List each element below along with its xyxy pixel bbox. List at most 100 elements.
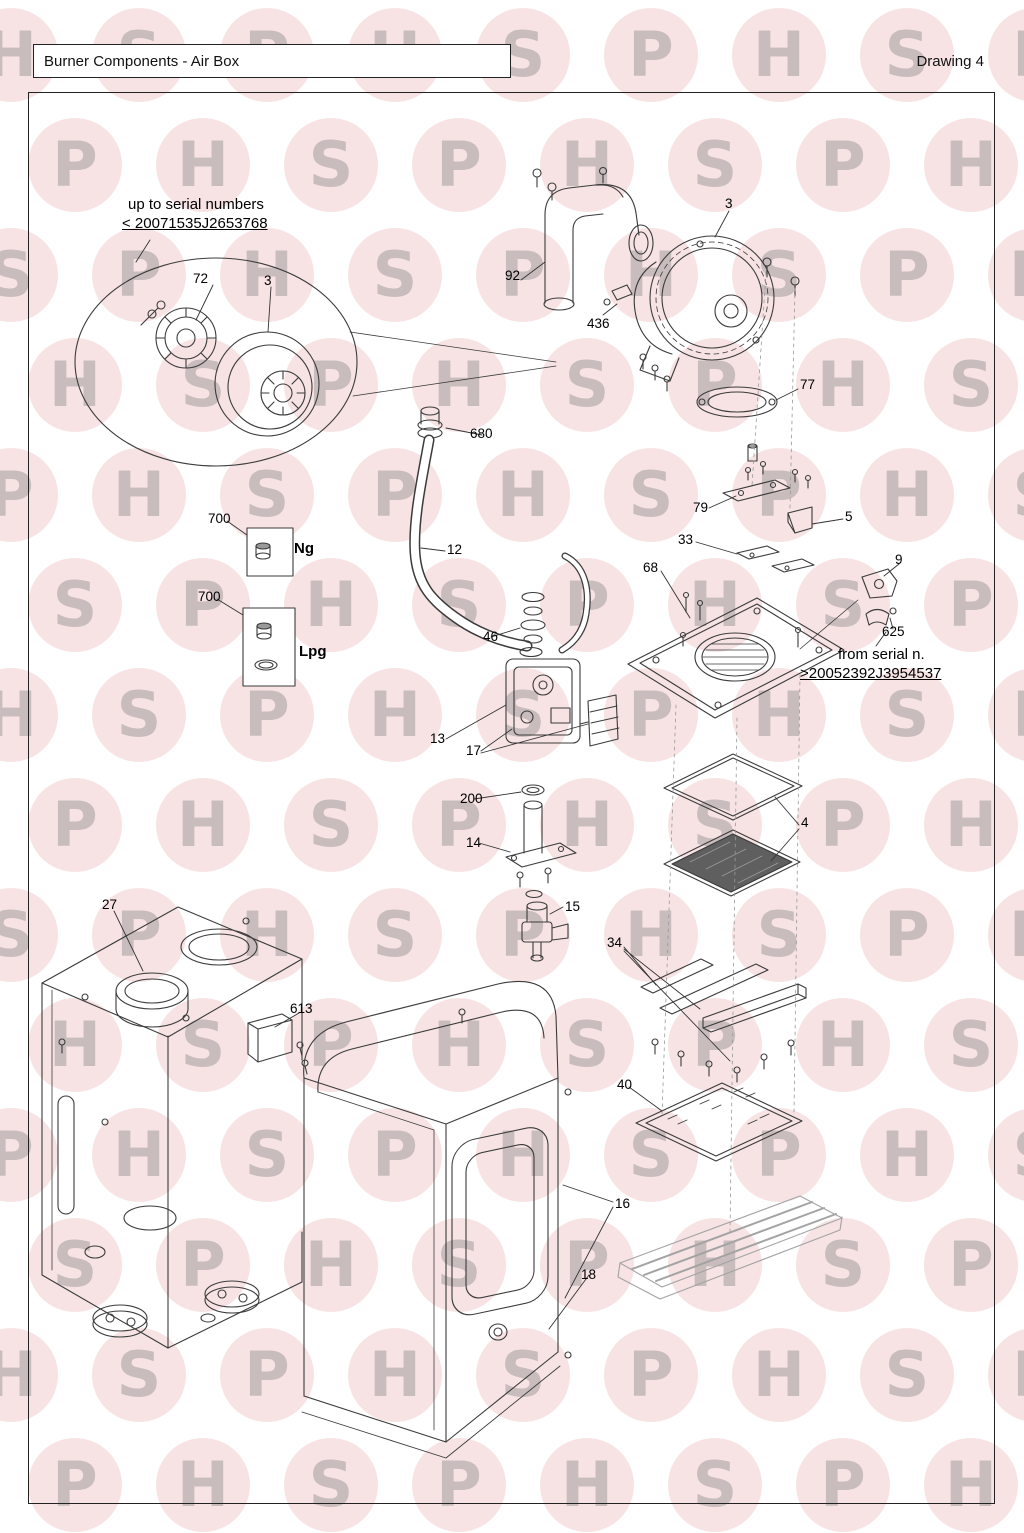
watermark-letter: S [180, 1008, 226, 1081]
ng-label: Ng [294, 540, 314, 557]
watermark-letter: S [244, 1118, 290, 1191]
watermark-letter: P [244, 1338, 290, 1411]
watermark-badge: S [412, 1218, 506, 1312]
watermark-badge: S [348, 228, 442, 322]
watermark-badge: H [92, 448, 186, 542]
watermark-letter: S [308, 128, 354, 201]
air-pressure-switch [247, 1013, 309, 1075]
watermark-letter: P [1012, 1344, 1024, 1406]
watermark-badge: P [604, 1328, 698, 1422]
watermark-badge: H [540, 778, 634, 872]
watermark-letter: P [820, 128, 866, 201]
watermark-badge: S [732, 228, 826, 322]
watermark-badge: P [476, 228, 570, 322]
watermark-letter: H [625, 898, 677, 971]
watermark-badge: P [220, 1328, 314, 1422]
lpg-label: Lpg [299, 643, 327, 660]
burner-gaskets [663, 753, 803, 897]
watermark-letter: S [180, 348, 226, 421]
serial-note-top-line1: up to serial numbers [128, 196, 264, 213]
watermark-badge: H [156, 778, 250, 872]
gas-feed-pipe [505, 784, 577, 962]
watermark-letter: H [1009, 244, 1024, 306]
watermark-badge: P [156, 1218, 250, 1312]
watermark-badge: H [924, 118, 1018, 212]
fan-assembly [633, 235, 800, 392]
watermark-letter: P [308, 1008, 354, 1081]
air-box-casing [301, 980, 572, 1459]
watermark-badge: H [604, 888, 698, 982]
watermark-badge: H [284, 558, 378, 652]
watermark-badge: H [732, 8, 826, 102]
watermark-badge: S [28, 1218, 122, 1312]
watermark-letter: H [113, 1118, 165, 1191]
watermark-letter: H [1009, 904, 1024, 966]
watermark-letter: S [628, 1118, 674, 1191]
watermark-badge: S [668, 1438, 762, 1532]
watermark-letter: S [692, 128, 738, 201]
watermark-letter: H [0, 678, 37, 751]
watermark-badge: P [732, 1108, 826, 1202]
sensor-bracket [799, 568, 898, 650]
watermark-badge: S [284, 778, 378, 872]
watermark-badge: S [156, 998, 250, 1092]
watermark-letter: S [756, 898, 802, 971]
watermark-letter: P [436, 1448, 482, 1521]
ng-variant-box [246, 527, 294, 577]
watermark-badge: S [604, 1108, 698, 1202]
watermark-letter: H [945, 128, 997, 201]
watermark-letter: P [1012, 24, 1024, 86]
watermark-badge: H [476, 1108, 570, 1202]
watermark-badge: S [924, 998, 1018, 1092]
watermark-badge: P [412, 778, 506, 872]
watermark-badge: P [284, 998, 378, 1092]
watermark-letter: S [308, 1448, 354, 1521]
watermark-badge: S [220, 448, 314, 542]
watermark-letter: H [753, 18, 805, 91]
inset-fan-detail [74, 257, 358, 467]
watermark-badge: S [540, 338, 634, 432]
watermark-letter: H [305, 568, 357, 641]
watermark-letter: P [436, 788, 482, 861]
watermark-badge: H [860, 448, 954, 542]
watermark-letter: H [945, 1448, 997, 1521]
watermark-badge: P [28, 778, 122, 872]
watermark-badge: P [860, 888, 954, 982]
watermark-letter: H [433, 348, 485, 421]
watermark-letter: S [500, 1338, 546, 1411]
watermark-letter: H [305, 1228, 357, 1301]
drawing-number: Drawing 4 [916, 53, 984, 70]
watermark-badge: S [476, 668, 570, 762]
watermark-badge: H [284, 1218, 378, 1312]
base-gasket [635, 1082, 803, 1162]
watermark-letter: S [820, 1228, 866, 1301]
lpg-variant-box [242, 607, 296, 687]
watermark-badge: S [476, 1328, 570, 1422]
watermark-badge: S [92, 668, 186, 762]
watermark-badge: S [860, 1328, 954, 1422]
watermark-letter: P [948, 1228, 994, 1301]
watermark-badge: H [476, 448, 570, 542]
watermark-badge: H [924, 778, 1018, 872]
watermark-letter: H [49, 1008, 101, 1081]
watermark-badge: S [668, 118, 762, 212]
watermark-letter: P [948, 568, 994, 641]
watermark-letter: S [0, 238, 34, 311]
watermark-letter: P [628, 678, 674, 751]
watermark-badge: H [796, 998, 890, 1092]
watermark-letter: H [113, 458, 165, 531]
watermark-letter: H [561, 788, 613, 861]
watermark-letter: S [948, 1008, 994, 1081]
watermark-badge: S [28, 558, 122, 652]
watermark-letter: P [820, 788, 866, 861]
frame-bars [640, 958, 807, 1083]
leader-lines [113, 210, 900, 1330]
watermark-badge: H [860, 1108, 954, 1202]
watermark-badge: S [860, 668, 954, 762]
watermark-letter: H [177, 1448, 229, 1521]
watermark-letter: P [884, 238, 930, 311]
watermark-letter: H [241, 898, 293, 971]
watermark-letter: S [564, 348, 610, 421]
watermark-badge: H [732, 1328, 826, 1422]
